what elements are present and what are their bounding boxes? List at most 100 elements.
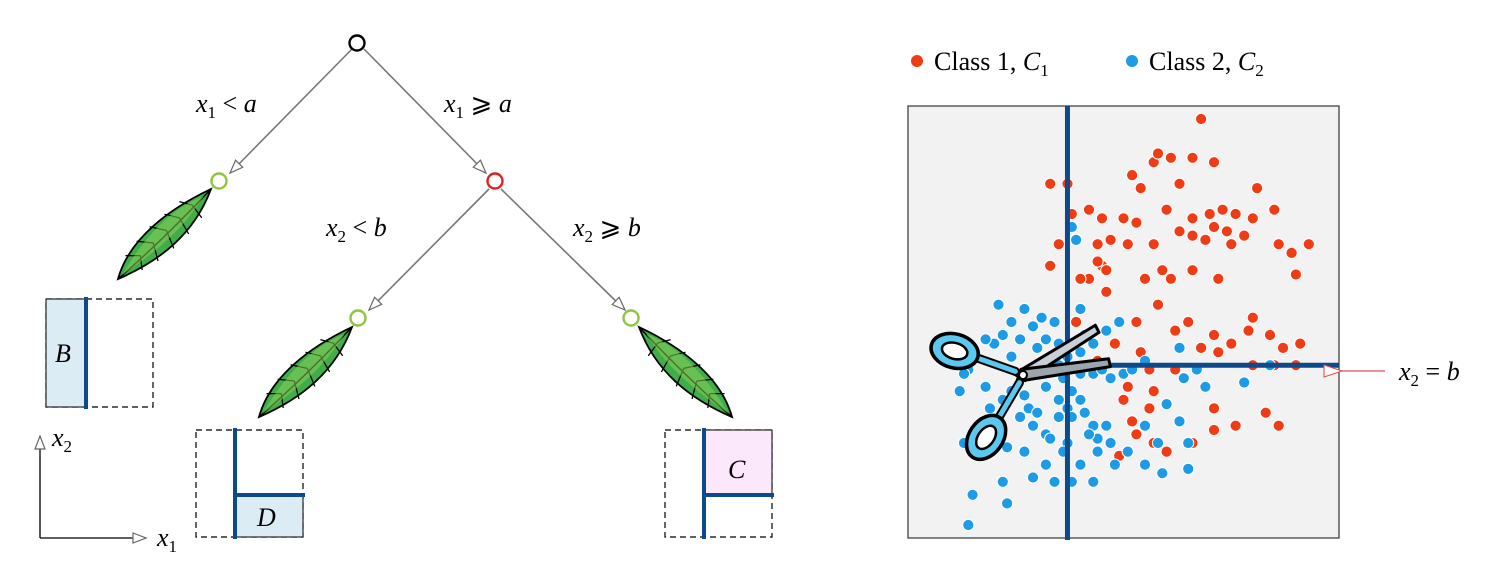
- class1-point: [1151, 298, 1165, 311]
- class1-point: [1259, 406, 1272, 419]
- axes-key: x2 x1: [34, 423, 177, 556]
- class1-point: [1091, 255, 1104, 268]
- split-label-x1-less-a: x1 < a: [195, 89, 257, 122]
- class2-point: [996, 475, 1009, 488]
- class1-point: [1268, 203, 1281, 216]
- class2-point: [1074, 393, 1087, 406]
- class2-point: [1138, 458, 1152, 471]
- region-label-b: B: [55, 339, 71, 368]
- class2-point: [1018, 389, 1031, 402]
- class2-point: [1026, 419, 1040, 432]
- class2-point: [1113, 315, 1126, 329]
- class2-point: [1052, 410, 1065, 424]
- class1-point: [1173, 177, 1186, 190]
- class1-point: [1246, 311, 1259, 324]
- class1-point: [1126, 169, 1139, 182]
- class2-point: [1138, 419, 1152, 432]
- class2-point: [1039, 458, 1053, 471]
- region-label-c: C: [728, 455, 746, 484]
- class1-point: [1207, 402, 1221, 415]
- class2-point: [1091, 445, 1104, 458]
- split-node: [486, 172, 504, 190]
- class1-point: [1044, 259, 1057, 272]
- class2-point: [1070, 233, 1083, 246]
- class1-point: [1212, 272, 1225, 285]
- class1-point: [1207, 328, 1221, 342]
- class2-point: [1039, 333, 1053, 346]
- class1-point: [1164, 272, 1178, 285]
- root-node: [348, 34, 366, 52]
- class2-point: [1160, 398, 1173, 411]
- class1-point: [1117, 393, 1130, 406]
- class1-point: [1173, 225, 1186, 238]
- class2-point: [1048, 475, 1061, 488]
- class1-point: [1117, 212, 1130, 225]
- class1-point: [1289, 268, 1303, 281]
- class2-point: [1039, 380, 1053, 393]
- class2-point: [1238, 376, 1251, 389]
- class2-point: [1156, 467, 1169, 480]
- region-box-d: D: [195, 428, 305, 539]
- split-label-x2-less-b: x2 < b: [325, 213, 387, 246]
- class1-point: [1130, 315, 1143, 329]
- class2-point: [979, 333, 992, 346]
- class2-point: [1031, 341, 1044, 354]
- class1-point: [1100, 264, 1113, 277]
- class2-point: [979, 380, 992, 393]
- class1-point: [1044, 177, 1057, 190]
- class2-point: [1018, 445, 1031, 458]
- class1-point: [1074, 272, 1087, 285]
- class2-point: [953, 385, 966, 398]
- class1-point: [1156, 264, 1169, 277]
- class2-point: [1173, 341, 1186, 354]
- class2-point: [1026, 320, 1040, 333]
- leaf-node-left: [210, 172, 228, 190]
- cut-annotation-label: x2 = b: [1398, 357, 1460, 390]
- class1-point: [1160, 445, 1173, 458]
- class1-point: [1203, 207, 1216, 221]
- class1-point: [1246, 212, 1259, 225]
- class1-point: [1130, 428, 1143, 441]
- class1-point: [1095, 212, 1109, 225]
- class1-point: [1242, 324, 1255, 337]
- edge-root-right: [363, 48, 488, 175]
- leaf-icon-right: [638, 326, 733, 418]
- class1-point: [1082, 203, 1096, 216]
- class2-point: [1182, 462, 1195, 475]
- class2-point: [1018, 302, 1031, 316]
- legend-dot-class1: [911, 55, 923, 67]
- class1-point: [1138, 272, 1152, 285]
- class2-point: [1005, 350, 1018, 363]
- class2-point: [1044, 432, 1057, 445]
- class1-point: [1251, 182, 1264, 195]
- class1-point: [1147, 238, 1160, 251]
- class2-point: [996, 328, 1009, 342]
- class2-point: [1100, 419, 1113, 432]
- class1-point: [1276, 341, 1290, 354]
- class2-point: [1014, 410, 1027, 424]
- decision-tree: x1 < a x1 ⩾ a x2 < b x2 ⩾ b B D C: [34, 34, 774, 556]
- class1-point: [1225, 337, 1238, 350]
- class1-point: [1108, 337, 1122, 350]
- class2-point: [1001, 497, 1014, 510]
- class1-point: [1272, 238, 1285, 251]
- class1-point: [1151, 147, 1165, 160]
- class2-point: [1151, 436, 1165, 450]
- class1-point: [1182, 315, 1195, 329]
- class1-point: [1143, 402, 1156, 415]
- class1-point: [1195, 341, 1208, 354]
- class2-point: [1104, 436, 1117, 450]
- edge-node-right: [500, 188, 627, 312]
- class1-point: [1294, 337, 1307, 350]
- class1-point: [1212, 346, 1225, 359]
- class1-point: [1169, 324, 1182, 337]
- class2-point: [1048, 315, 1061, 329]
- class2-point: [1082, 428, 1096, 441]
- class2-point: [962, 518, 975, 532]
- class2-point: [1104, 372, 1117, 385]
- split-label-x1-geq-a: x1 ⩾ a: [443, 89, 512, 122]
- class2-point: [1121, 445, 1134, 458]
- class1-point: [1130, 216, 1143, 229]
- class2-point: [1026, 471, 1040, 484]
- leaf-node-right: [622, 309, 640, 327]
